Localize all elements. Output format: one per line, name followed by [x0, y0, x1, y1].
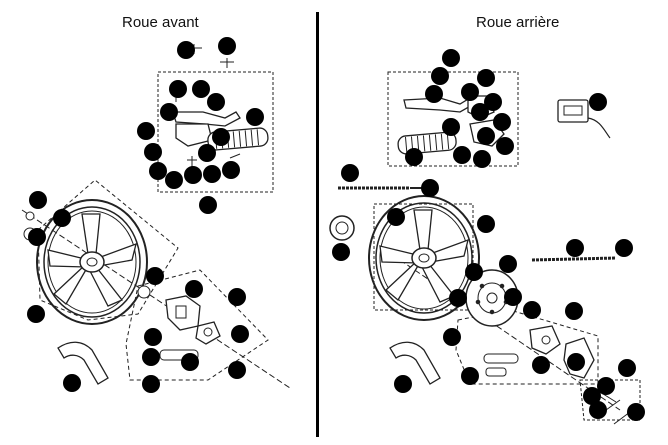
callout-marker — [144, 328, 162, 346]
front-callouts — [27, 37, 264, 393]
callout-marker — [618, 359, 636, 377]
callout-marker — [228, 361, 246, 379]
callout-marker — [589, 93, 607, 111]
callout-marker — [442, 49, 460, 67]
callout-marker — [185, 280, 203, 298]
callout-marker — [453, 146, 471, 164]
callout-marker — [567, 353, 585, 371]
callout-marker — [523, 301, 541, 319]
callout-marker — [207, 93, 225, 111]
callout-marker — [627, 403, 645, 421]
callout-marker — [169, 80, 187, 98]
callout-marker — [341, 164, 359, 182]
callout-marker — [192, 80, 210, 98]
callout-marker — [499, 255, 517, 273]
callout-marker — [471, 103, 489, 121]
callout-marker — [465, 263, 483, 281]
callout-marker — [565, 302, 583, 320]
callout-marker — [387, 208, 405, 226]
callout-marker — [332, 243, 350, 261]
callout-marker — [566, 239, 584, 257]
callout-marker — [431, 67, 449, 85]
callout-marker — [142, 348, 160, 366]
callout-marker — [184, 166, 202, 184]
callout-marker — [477, 215, 495, 233]
section-divider — [316, 12, 319, 437]
callout-marker — [449, 289, 467, 307]
callout-marker — [228, 288, 246, 306]
callout-marker — [203, 165, 221, 183]
callout-marker — [181, 353, 199, 371]
callout-marker — [160, 103, 178, 121]
callout-marker — [443, 328, 461, 346]
callout-marker — [177, 41, 195, 59]
callout-marker — [394, 375, 412, 393]
callout-marker — [165, 171, 183, 189]
callout-marker — [231, 325, 249, 343]
callout-marker — [53, 209, 71, 227]
callout-marker — [212, 128, 230, 146]
callout-marker — [493, 113, 511, 131]
callout-marker — [615, 239, 633, 257]
callout-marker — [421, 179, 439, 197]
rear-callouts — [332, 49, 645, 421]
callout-marker — [222, 161, 240, 179]
callout-marker — [589, 401, 607, 419]
callout-marker — [532, 356, 550, 374]
callout-marker — [144, 143, 162, 161]
rear-wheel-parts — [329, 71, 641, 425]
callout-marker — [583, 387, 601, 405]
callout-marker — [146, 267, 164, 285]
callout-marker — [425, 85, 443, 103]
callout-marker — [442, 118, 460, 136]
callout-marker — [504, 288, 522, 306]
callout-marker — [63, 374, 81, 392]
callout-marker — [246, 108, 264, 126]
callout-marker — [496, 137, 514, 155]
callout-marker — [473, 150, 491, 168]
callout-marker — [484, 93, 502, 111]
callout-marker — [477, 69, 495, 87]
callout-marker — [461, 367, 479, 385]
callout-marker — [28, 228, 46, 246]
callout-marker — [405, 148, 423, 166]
callout-marker — [477, 127, 495, 145]
callout-marker — [142, 375, 160, 393]
callout-marker — [149, 162, 167, 180]
callout-marker — [218, 37, 236, 55]
callout-marker — [461, 83, 479, 101]
callout-marker — [597, 377, 615, 395]
callout-marker — [198, 144, 216, 162]
callout-marker — [29, 191, 47, 209]
callout-marker — [27, 305, 45, 323]
front-wheel-title: Roue avant — [122, 14, 199, 31]
callout-marker — [199, 196, 217, 214]
rear-wheel-title: Roue arrière — [476, 14, 560, 31]
callout-marker — [137, 122, 155, 140]
